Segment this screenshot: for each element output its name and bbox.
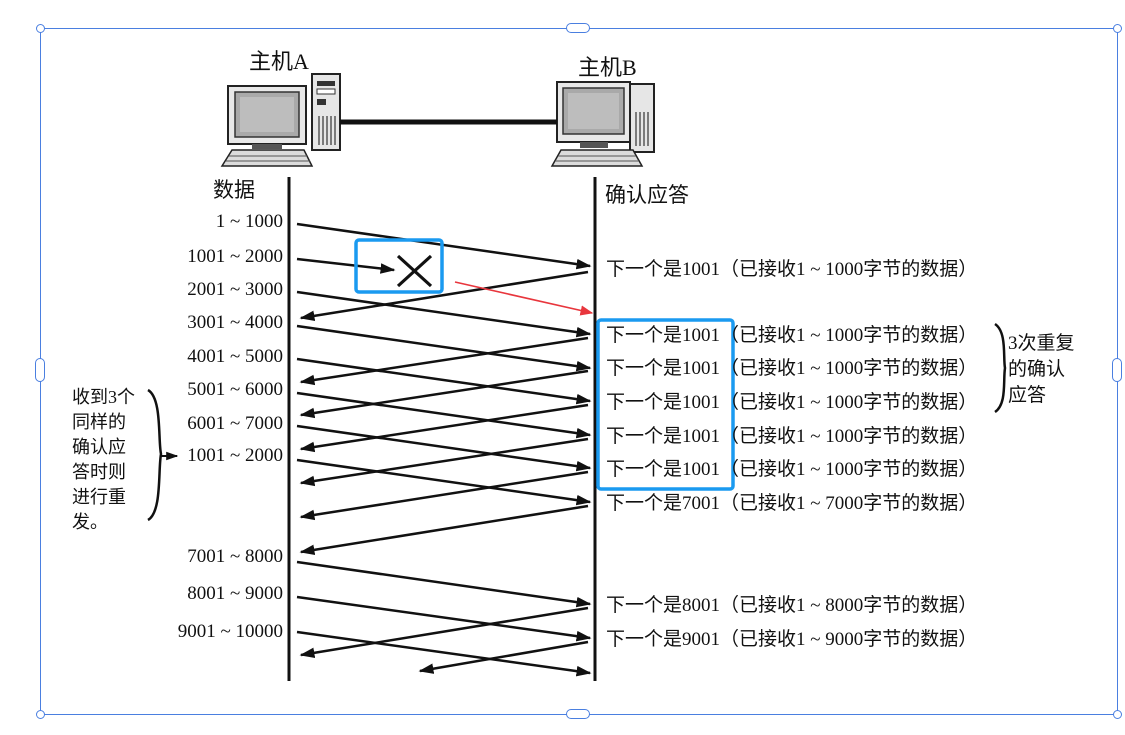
segment-label: 7001 ~ 8000 xyxy=(187,546,283,567)
segment-arrow-5001-6000 xyxy=(296,391,592,439)
duplicate-ack-highlight-box xyxy=(596,318,735,491)
host-a-vent xyxy=(318,116,336,145)
host-a-computer-icon xyxy=(220,73,341,167)
image-selection-frame[interactable] xyxy=(40,28,1118,715)
data-column-label: 数据 xyxy=(213,178,255,202)
resize-handle-bottom-right[interactable] xyxy=(1113,710,1122,719)
retransmit-note-line: 答时则 xyxy=(72,462,126,482)
ack-arrow-9001 xyxy=(418,640,589,674)
ack-arrow-1001-dup-5 xyxy=(299,470,589,521)
duplicate-ack-note-brace xyxy=(994,322,1007,414)
ack-label-duplicate: 下一个是1001（已接收1 ~ 1000字节的数据） xyxy=(606,459,978,480)
segment-label: 3001 ~ 4000 xyxy=(187,312,283,333)
host-a-monitor-stand xyxy=(252,144,282,149)
segment-label: 9001 ~ 10000 xyxy=(177,621,283,642)
retransmit-note-brace xyxy=(147,388,163,522)
cross-stroke xyxy=(396,254,433,288)
ack-arrow-1001 xyxy=(299,270,589,322)
host-a-screen-glare xyxy=(240,97,294,132)
duplicate-ack-note: 3次重复 的确认 应答 xyxy=(1008,331,1075,409)
ack-label-duplicate: 下一个是1001（已接收1 ~ 1000字节的数据） xyxy=(606,358,978,379)
ack-arrow-1001-dup-1 xyxy=(299,336,589,386)
ack-arrow-1001-dup-2 xyxy=(299,369,589,419)
retransmit-note-line: 收到3个 xyxy=(72,387,135,407)
resize-handle-right[interactable] xyxy=(1112,358,1122,382)
resize-handle-top[interactable] xyxy=(566,23,590,33)
duplicate-ack-note-line: 3次重复 xyxy=(1008,333,1075,354)
segment-arrow-6001-7000 xyxy=(296,424,592,472)
segment-label: 4001 ~ 5000 xyxy=(187,346,283,367)
host-b-label: 主机B xyxy=(578,55,637,80)
host-a-drive-bay xyxy=(316,88,336,95)
ack-arrow-1001-dup-3 xyxy=(299,403,589,453)
segment-arrow-4001-5000 xyxy=(296,357,592,405)
host-a-tower xyxy=(311,73,341,151)
segment-arrow-7001-8000 xyxy=(296,560,592,608)
duplicate-ack-note-line: 应答 xyxy=(1008,385,1047,406)
segment-label: 8001 ~ 9000 xyxy=(187,583,283,604)
host-a-label: 主机A xyxy=(249,49,309,74)
retransmit-note-line: 进行重 xyxy=(72,487,126,507)
segment-label: 2001 ~ 3000 xyxy=(187,279,283,300)
segment-label: 6001 ~ 7000 xyxy=(187,413,283,434)
segment-arrow-8001-9000 xyxy=(296,595,592,642)
segment-arrow-9001-10000 xyxy=(296,630,592,677)
segment-label: 5001 ~ 6000 xyxy=(187,379,283,400)
host-b-monitor-stand xyxy=(580,142,608,148)
host-a-power-button xyxy=(317,99,326,105)
host-b-screen-glare xyxy=(568,93,619,129)
packet-loss-highlight-box xyxy=(354,238,444,294)
resize-handle-left[interactable] xyxy=(35,358,45,382)
segment-arrow-1001-2000-lost xyxy=(296,257,396,274)
segment-arrow-1001-2000-resend xyxy=(296,458,592,506)
resize-handle-bottom[interactable] xyxy=(566,709,590,719)
host-a-keyboard xyxy=(220,149,314,167)
retransmit-note-line: 同样的 xyxy=(72,412,126,432)
packet-loss-cross-icon xyxy=(396,254,433,288)
segment-label: 1001 ~ 2000 xyxy=(187,246,283,267)
host-b-tower xyxy=(629,83,655,153)
ack-arrow-8001 xyxy=(299,606,589,658)
retransmit-note-line: 发。 xyxy=(72,512,108,532)
segment-arrow-2001-3000 xyxy=(296,290,592,338)
ack-arrow-7001 xyxy=(299,504,589,556)
resize-handle-top-right[interactable] xyxy=(1113,24,1122,33)
segment-label-resend: 1001 ~ 2000 xyxy=(187,445,283,466)
ack-label-duplicate: 下一个是1001（已接收1 ~ 1000字节的数据） xyxy=(606,426,978,447)
retransmit-note-line: 确认应 xyxy=(72,437,126,457)
ack-label: 下一个是7001（已接收1 ~ 7000字节的数据） xyxy=(606,493,978,514)
resize-handle-top-left[interactable] xyxy=(36,24,45,33)
segment-arrow-3001-4000 xyxy=(296,324,592,372)
ack-label-duplicate: 下一个是1001（已接收1 ~ 1000字节的数据） xyxy=(606,392,978,413)
duplicate-ack-note-line: 的确认 xyxy=(1008,359,1066,380)
ack-label-duplicate: 下一个是1001（已接收1 ~ 1000字节的数据） xyxy=(606,325,978,346)
ack-label: 下一个是8001（已接收1 ~ 8000字节的数据） xyxy=(606,595,978,616)
ack-label: 下一个是9001（已接收1 ~ 9000字节的数据） xyxy=(606,629,978,650)
segment-label: 1 ~ 1000 xyxy=(215,211,283,232)
host-b-computer-icon xyxy=(550,81,655,167)
red-pointer-arrow xyxy=(454,281,594,316)
resize-handle-bottom-left[interactable] xyxy=(36,710,45,719)
ack-arrow-1001-dup-4 xyxy=(299,437,589,487)
host-a-drive-bay xyxy=(317,81,335,86)
retransmit-note: 收到3个 同样的 确认应 答时则 进行重 发。 xyxy=(72,385,135,535)
host-b-vent xyxy=(635,112,649,146)
ack-label: 下一个是1001（已接收1 ~ 1000字节的数据） xyxy=(606,259,978,280)
ack-column-label: 确认应答 xyxy=(605,183,689,207)
